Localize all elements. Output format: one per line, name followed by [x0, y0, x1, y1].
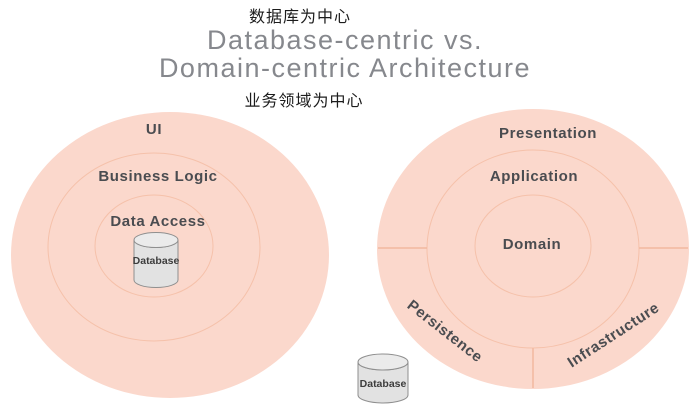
database-centric-diagram: UI Business Logic Data Access Database	[11, 112, 329, 398]
label-domain: Domain	[503, 236, 562, 253]
label-business-logic: Business Logic	[98, 168, 217, 185]
caption-domain-centric-cn: 业务领域为中心	[244, 93, 364, 110]
label-database-right: Database	[360, 378, 407, 390]
domain-centric-diagram: Presentation Application Domain Persiste…	[357, 109, 689, 404]
external-database-cylinder-icon: Database	[357, 353, 409, 404]
cylinder-top	[133, 232, 179, 248]
label-presentation: Presentation	[499, 125, 597, 142]
database-cylinder-icon: Database	[133, 232, 180, 288]
label-application: Application	[490, 168, 578, 185]
label-database-left: Database	[133, 255, 180, 267]
caption-database-centric-cn: 数据库为中心	[248, 9, 352, 26]
title-line-2: Domain-centric Architecture	[158, 53, 532, 83]
cylinder-top	[357, 353, 409, 371]
label-data-access: Data Access	[110, 213, 205, 230]
right-inner-ring-domain	[474, 194, 592, 298]
label-ui: UI	[146, 121, 162, 138]
title-line-1: Database-centric vs.	[206, 25, 484, 55]
